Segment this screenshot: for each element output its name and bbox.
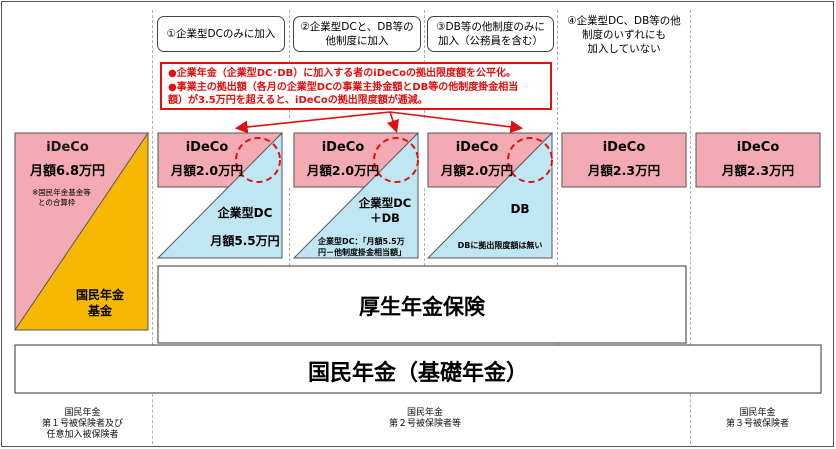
col4-ideco-amount: 月額2.3万円: [587, 163, 661, 178]
col2-ideco-label: iDeCo: [321, 140, 365, 155]
national-pension-fund-label: 国民年金 基金: [55, 287, 145, 319]
footer-first-2: 第１号被保険者及び: [41, 419, 123, 429]
footer-first-1: 国民年金: [64, 408, 101, 418]
footer-third-insured: 国民年金 第３号被保険者: [695, 408, 820, 430]
first-small-note-1: ※国民年金基金等: [32, 188, 91, 197]
col2-dc-note: 企業型DC：「月額5.5万 円－他制度掛金相当額」: [318, 236, 418, 258]
policy-note-box: ●企業年金（企業型DC･DB）に加入する者のiDeCoの拠出限度額を公平化。 ●…: [160, 62, 552, 110]
separator-line: [690, 10, 691, 345]
kokumin-nenkin-block: [14, 344, 822, 394]
footer-first-insured: 国民年金 第１号被保険者及び 任意加入被保険者: [15, 408, 150, 441]
kosei-nenkin-block: [157, 265, 687, 344]
col3-db-label: DB: [510, 202, 530, 216]
footer-first-3: 任意加入被保険者: [46, 430, 119, 440]
column-header-4-line1: ④企業型DC、DB等の他: [567, 15, 681, 27]
col1-dc-amount: 月額5.5万円: [210, 234, 280, 248]
footer-second-1: 国民年金: [406, 408, 443, 418]
policy-note-line2: ●事業主の拠出額（各月の企業型DCの事業主掛金額とDB等の他制度掛金相当: [168, 81, 519, 93]
policy-note-line1: ●企業年金（企業型DC･DB）に加入する者のiDeCoの拠出限度額を公平化。: [168, 68, 517, 79]
col3-ideco-label: iDeCo: [455, 140, 499, 155]
col1-highlight-circle: [235, 137, 281, 183]
fund-line-2: 基金: [87, 304, 112, 318]
col2-dc-note-2: 円－他制度掛金相当額」: [318, 248, 406, 257]
first-small-note-2: との合算枠: [38, 198, 76, 207]
separator-line: [152, 394, 153, 444]
footer-third-2: 第３号被保険者: [725, 419, 789, 429]
footer-second-2: 第２号被保険者等: [388, 419, 461, 429]
separator-line: [557, 92, 558, 345]
arrow-to-col2: [386, 111, 400, 134]
kosei-nenkin-label: 厚生年金保険: [359, 295, 485, 319]
col3-db-triangle: [426, 131, 553, 259]
col2-dc-line: 企業型DC: [358, 196, 412, 210]
third-insured-ideco-block: [695, 132, 821, 188]
footer-second-insured: 国民年金 第２号被保険者等: [330, 408, 520, 430]
third-ideco-label: iDeCo: [736, 140, 780, 155]
third-ideco-amount: 月額2.3万円: [721, 163, 795, 178]
separator-line: [152, 10, 153, 345]
col1-dc-triangle: [156, 131, 283, 259]
col2-ideco-amount: 月額2.0万円: [306, 163, 380, 178]
separator-line: [557, 10, 558, 70]
col1-ideco-label: iDeCo: [185, 140, 229, 155]
fund-line-1: 国民年金: [75, 288, 124, 302]
column-header-2-line2: 他制度に加入: [325, 35, 389, 47]
column-header-2: ②企業型DCと、DB等の 他制度に加入: [293, 16, 421, 52]
arrow-to-col1: [234, 111, 391, 134]
col1-dc-label: 企業型DC: [217, 206, 273, 220]
column-header-3-line1: ③DB等の他制度のみに: [436, 21, 545, 33]
col2-highlight-circle: [373, 137, 419, 183]
column-header-4-line2: 制度のいずれにも: [582, 29, 666, 41]
column-header-1-text: ①企業型DCのみに加入: [166, 28, 276, 40]
col2-dc-note-1: 企業型DC：「月額5.5万: [318, 237, 405, 246]
first-ideco-label: iDeCo: [46, 140, 89, 155]
national-pension-fund-triangle: [14, 131, 149, 331]
col2-dcdb-label: 企業型DC ＋DB: [352, 196, 418, 226]
separator-line: [690, 394, 691, 444]
col3-db-note: DBに拠出限度額は無い: [457, 241, 543, 250]
col2-dcdb-triangle: [292, 131, 419, 259]
policy-note-line3: 額）が3.5万円を超えると、iDeCoの拠出限度額が逓減。: [168, 95, 428, 106]
column-header-2-line1: ②企業型DCと、DB等の: [300, 21, 414, 33]
kokumin-nenkin-label: 国民年金（基礎年金）: [307, 361, 528, 386]
separator-line: [424, 188, 425, 266]
col4-ideco-label: iDeCo: [602, 140, 646, 155]
col3-highlight-circle: [507, 137, 553, 183]
col1-ideco-amount: 月額2.0万円: [170, 163, 244, 178]
col2-db-line: ＋DB: [370, 211, 400, 225]
first-ideco-amount: 月額6.8万円: [29, 164, 106, 179]
first-small-note: ※国民年金基金等 との合算枠: [32, 188, 91, 208]
separator-line: [289, 188, 290, 266]
col3-ideco-amount: 月額2.0万円: [440, 163, 514, 178]
footer-third-1: 国民年金: [739, 408, 776, 418]
arrow-to-col3: [389, 111, 524, 134]
column-header-3-line2: 加入（公務員を含む）: [438, 35, 543, 47]
column-header-4: ④企業型DC、DB等の他 制度のいずれにも 加入していない: [560, 14, 688, 56]
column-header-4-line3: 加入していない: [587, 43, 661, 55]
col4-ideco-block: [561, 132, 687, 188]
column-header-3: ③DB等の他制度のみに 加入（公務員を含む）: [427, 16, 554, 52]
column-header-1: ①企業型DCのみに加入: [157, 16, 285, 52]
